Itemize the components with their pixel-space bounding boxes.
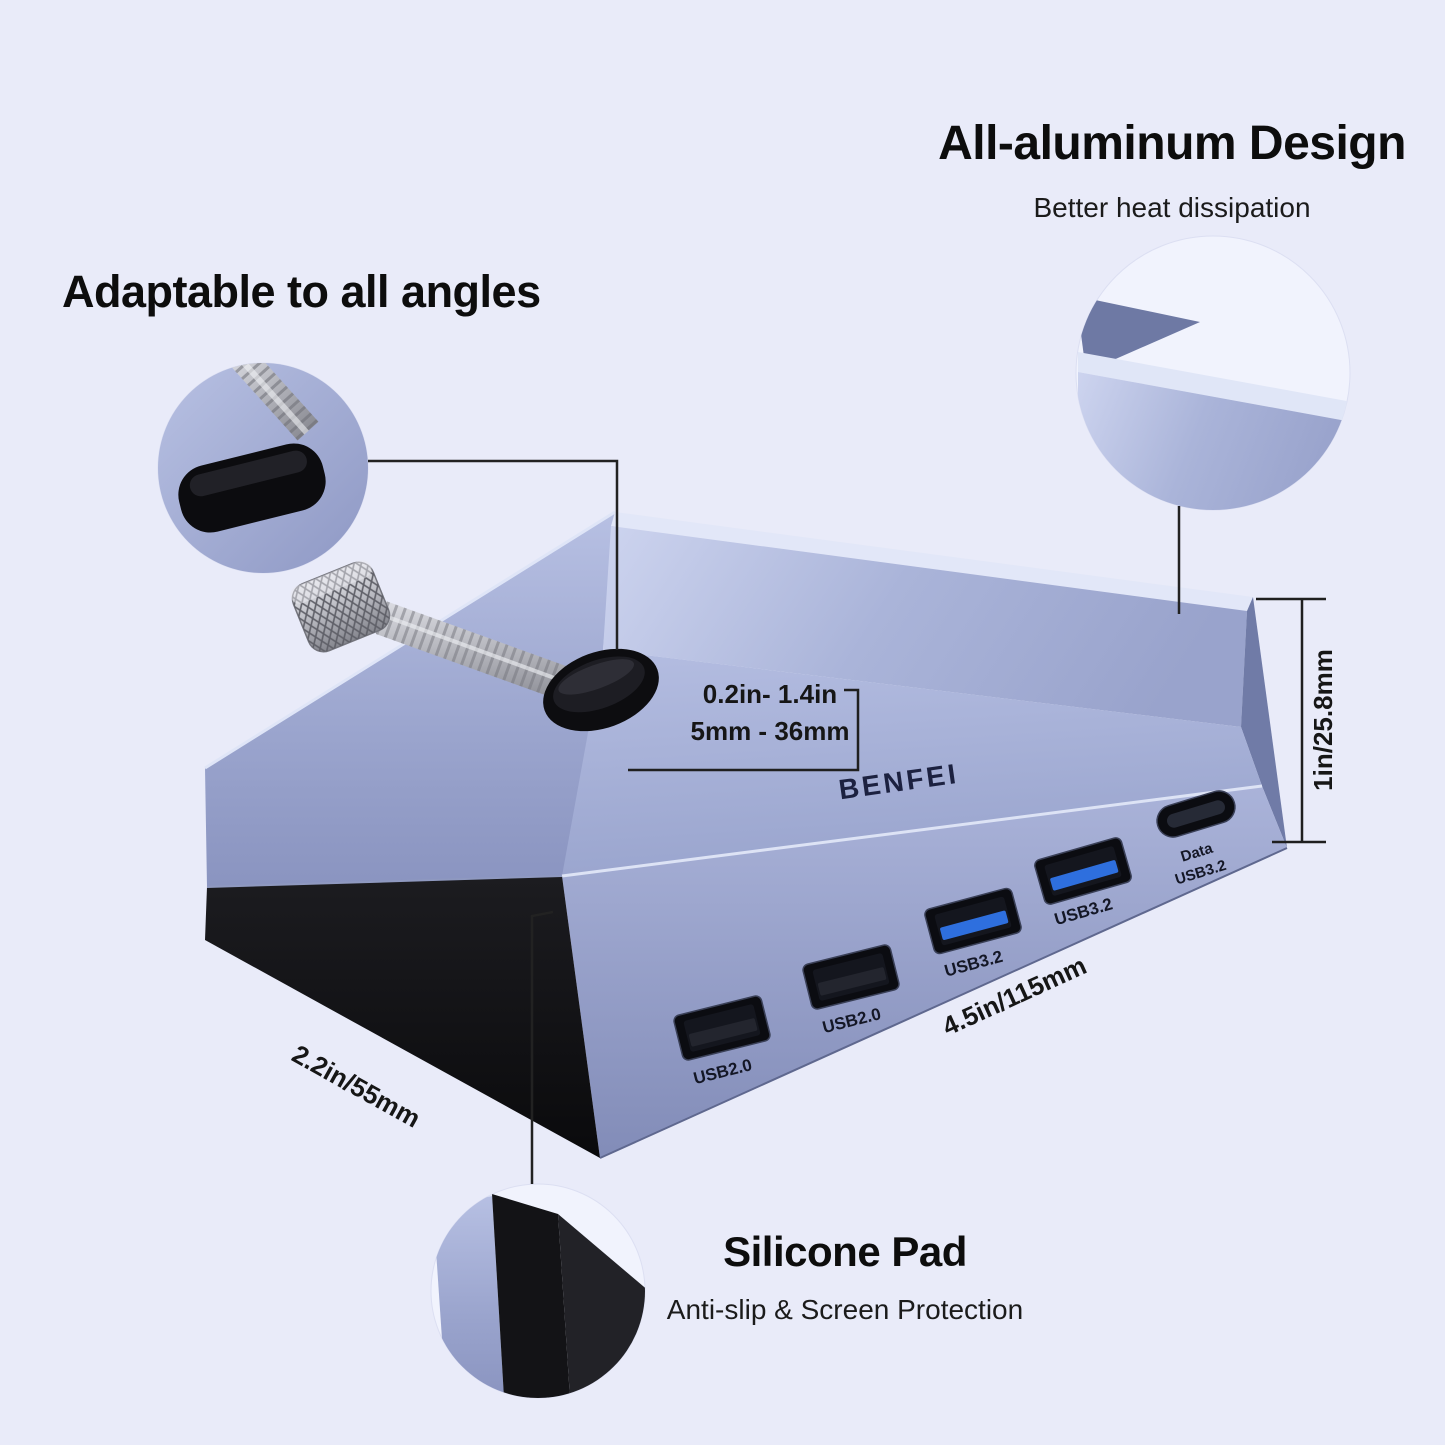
threaded-rod <box>220 363 319 441</box>
corner-shadow-face <box>1076 296 1200 372</box>
right-end-face <box>1241 597 1287 848</box>
screw-pressure-pad <box>543 648 659 732</box>
usb3-tongue <box>940 910 1009 940</box>
clamp-screw <box>290 560 659 732</box>
clamp-range-inches: 0.2in- 1.4in <box>703 679 837 709</box>
height-label: 1in/25.8mm <box>1308 649 1338 791</box>
front-top-edge-highlight <box>561 784 1263 878</box>
clamp-range-mm: 5mm - 36mm <box>691 716 850 746</box>
clamp-gap-bracket <box>628 688 860 772</box>
front-bottom-edge <box>599 847 1288 1159</box>
usb-c-port <box>1156 790 1236 838</box>
height-dimension-lines <box>1256 597 1326 844</box>
adaptable-angles-title: Adaptable to all angles <box>62 266 541 317</box>
silicone-pad-subtitle: Anti-slip & Screen Protection <box>666 1294 1024 1325</box>
top-face <box>562 650 1262 876</box>
usb-port-3 <box>924 887 1022 955</box>
usb2-tongue <box>688 1018 758 1047</box>
callout-screw-detail <box>157 362 369 574</box>
usb-port-4 <box>1034 837 1132 905</box>
clamp-wall-top-rim <box>611 512 1253 611</box>
pad-top-edge <box>206 875 563 888</box>
connector-silicone-pad <box>530 910 554 1184</box>
clamp-wall-inner-face <box>603 526 1247 727</box>
port-row: USB2.0 USB2.0 USB3.2 USB3.2 Data USB3.2 <box>673 790 1236 1088</box>
corner-face <box>1078 372 1350 510</box>
screw-zoom <box>158 363 368 573</box>
screw-thread-texture <box>372 596 570 704</box>
aluminum-corner-zoom <box>1076 296 1350 510</box>
screw-knurled-head <box>290 560 391 653</box>
aluminum-design-title: All-aluminum Design <box>938 117 1406 170</box>
connector-screw <box>368 459 619 650</box>
usb3-tongue <box>1050 860 1119 891</box>
silicone-pad-face <box>205 876 600 1158</box>
pad-inner-face <box>492 1194 570 1398</box>
callout-silicone-pad <box>430 1183 646 1399</box>
usb-port-2 <box>802 944 900 1010</box>
usb2-tongue <box>817 967 887 996</box>
black-thumb-knob <box>178 443 326 533</box>
aluminum-angle <box>433 1194 504 1398</box>
depth-label: 2.2in/55mm <box>287 1039 425 1134</box>
left-end-face <box>205 512 615 887</box>
aluminum-design-subtitle: Better heat dissipation <box>1033 192 1311 223</box>
shaft-highlight <box>373 610 569 685</box>
silicone-pad-title: Silicone Pad <box>723 1228 967 1275</box>
callout-aluminum-corner <box>1075 235 1351 511</box>
usb-port-1 <box>673 995 771 1061</box>
corner-bright-rim <box>1078 352 1350 422</box>
